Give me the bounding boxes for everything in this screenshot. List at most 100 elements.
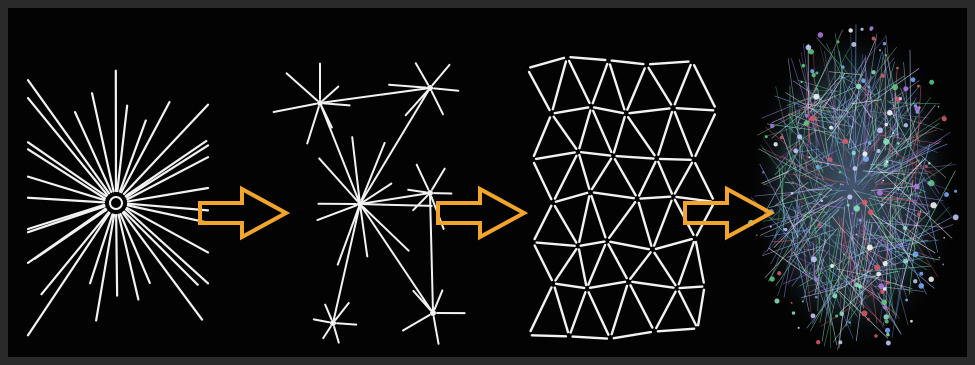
mesh-link [628, 117, 654, 155]
cloud-node [877, 127, 883, 133]
mesh-link [612, 61, 644, 64]
mesh-link [555, 107, 588, 113]
cloud-node [883, 162, 888, 167]
cloud-node [770, 226, 772, 228]
mesh-link [614, 117, 625, 152]
cloud-node [903, 259, 908, 264]
cloud-node [848, 28, 852, 32]
cloud-node [892, 132, 894, 134]
cloud-node [881, 74, 885, 78]
cloud-node [942, 116, 947, 121]
mesh-link [650, 62, 688, 65]
cloud-node [829, 126, 833, 130]
mesh-link [629, 108, 669, 113]
hub-spoke [413, 196, 427, 210]
cloud-node [903, 86, 908, 91]
star-spoke [119, 215, 139, 300]
hub-spoke [287, 73, 317, 100]
mesh-link [555, 206, 576, 243]
cloud-node [886, 340, 891, 345]
cloud-node [765, 135, 768, 138]
mesh-link [675, 163, 692, 194]
hub-node [427, 85, 433, 91]
cloud-node [883, 139, 889, 145]
cloud-node [885, 123, 888, 126]
cloud-node [904, 123, 908, 127]
distributed-mesh-network [529, 57, 715, 338]
mesh-link [579, 249, 586, 285]
hub-spoke [413, 291, 430, 310]
cloud-node [883, 287, 887, 291]
cloud-node [929, 80, 934, 85]
cloud-node [899, 97, 902, 100]
mesh-link [640, 197, 670, 199]
cloud-node [882, 180, 884, 182]
mesh-link [627, 68, 644, 109]
mesh-link [656, 239, 692, 249]
cloud-node [808, 156, 810, 158]
hub-spoke [325, 305, 331, 320]
mesh-link [679, 242, 694, 284]
cloud-node [777, 271, 781, 275]
cloud-node [818, 223, 822, 227]
cloud-node [859, 219, 862, 222]
hub-spoke [307, 107, 319, 144]
mesh-link [579, 110, 590, 148]
cloud-node [791, 192, 794, 195]
cloud-node [861, 310, 867, 316]
hub-spoke [364, 204, 432, 206]
cloud-node [914, 184, 920, 190]
cloud-node [938, 257, 940, 259]
mesh-link [589, 292, 609, 334]
mesh-link [609, 202, 635, 238]
mesh-link [537, 243, 575, 246]
hub-spoke [432, 92, 443, 115]
cloud-node [860, 28, 863, 31]
cloud-node [897, 142, 900, 145]
cloud-node [928, 277, 934, 283]
hub-spoke [314, 319, 329, 322]
cloud-node [803, 215, 806, 218]
cloud-node [887, 110, 893, 116]
cloud-node [905, 299, 908, 302]
hub-link [430, 193, 433, 313]
cloud-node [797, 134, 802, 139]
hub-spoke [403, 315, 430, 330]
hub-spoke [434, 88, 458, 90]
cloud-node [881, 300, 887, 306]
hub-node [430, 310, 436, 316]
mesh-link [588, 245, 605, 285]
cloud-node [942, 264, 944, 266]
cloud-node [874, 264, 880, 270]
cloud-node [830, 264, 834, 268]
cloud-node [858, 284, 862, 288]
mesh-link [616, 156, 653, 158]
hub-spoke [434, 317, 439, 344]
cloud-node [883, 42, 886, 45]
cloud-node [886, 333, 890, 337]
cloud-node [818, 32, 824, 38]
star-spoke [92, 93, 114, 191]
mesh-link [579, 196, 589, 241]
cloud-node [918, 283, 924, 289]
cloud-node [804, 120, 809, 125]
cloud-node [885, 320, 889, 324]
mesh-link [581, 152, 610, 155]
transition-arrows [200, 189, 771, 237]
cloud-node [852, 151, 856, 155]
mesh-link [594, 193, 634, 199]
mesh-link [590, 282, 625, 288]
cloud-node [806, 45, 812, 51]
cloud-node [816, 340, 820, 344]
cloud-node [938, 106, 940, 108]
cloud-node [839, 340, 843, 344]
cloud-node [883, 261, 888, 266]
mesh-link [697, 205, 713, 235]
cloud-node [938, 223, 940, 225]
hub-node [427, 190, 433, 196]
mesh-link [555, 156, 576, 199]
mesh-link [591, 196, 605, 237]
mesh-link [556, 193, 587, 202]
diagram-canvas [8, 8, 967, 357]
mesh-link [531, 288, 552, 332]
